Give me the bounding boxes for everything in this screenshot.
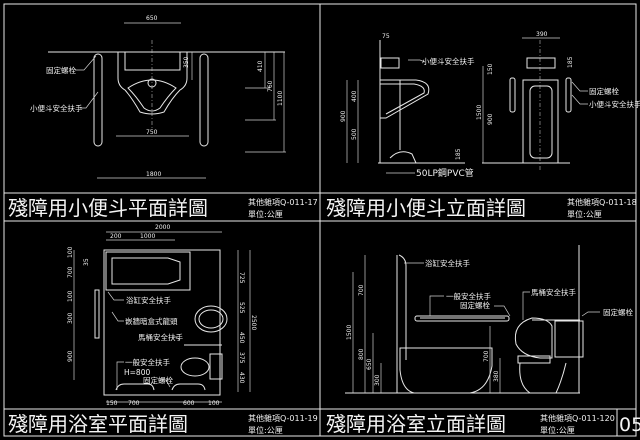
dimension-or-label-text: 75	[382, 33, 390, 40]
drawing-unit: 單位:公厘	[248, 425, 283, 435]
dimension-or-label-text: 375	[238, 352, 245, 364]
dimension-or-label-text: 150	[106, 400, 118, 407]
dimension-or-label-text: 1500	[346, 325, 353, 340]
dimension-or-label-text: 浴缸安全扶手	[425, 258, 470, 268]
dimension-or-label-text: 固定螺栓	[460, 300, 490, 310]
dimension-or-label-text: 525	[238, 302, 245, 314]
bathroom-plan-drawing: 2000 200 1000 100 700 100 300 900 35 725…	[67, 224, 257, 407]
dimension-or-label-text: 650	[146, 15, 158, 22]
dimension-or-label-text: 390	[536, 31, 548, 38]
title-block-2: 殘障用小便斗立面詳圖 其他雜項Q-011-18 單位:公厘	[326, 196, 637, 220]
sheet-number: 05	[619, 414, 640, 436]
dimension-or-label-text: 馬桶安全扶手	[531, 287, 576, 297]
dimension-or-label-text: 300	[374, 374, 381, 386]
dimension-or-label-text: 嵌牆暗盒式龍頭	[125, 316, 178, 326]
drawing-title: 殘障用浴室立面詳圖	[326, 412, 506, 436]
dimension-or-label-text: 380	[493, 370, 500, 382]
dimension-or-label-text: 1500	[476, 105, 483, 120]
title-block-1: 殘障用小便斗平面詳圖 其他雜項Q-011-17 單位:公厘	[8, 196, 318, 220]
dimension-or-label-text: 150	[487, 63, 494, 75]
dimension-or-label-text: 小便斗安全扶手	[30, 103, 83, 113]
dimension-or-label-text: 700	[483, 350, 490, 362]
dimension-or-label-text: 1800	[146, 171, 161, 178]
drawing-unit: 單位:公厘	[248, 209, 283, 219]
title-block-3: 殘障用浴室平面詳圖 其他雜項Q-011-19 單位:公厘	[8, 412, 318, 436]
dimension-or-label-text: 410	[257, 60, 264, 72]
dimension-or-label-text: 700	[358, 284, 365, 296]
dimension-or-label-text: 800	[358, 348, 365, 360]
dimension-or-label-text: 430	[238, 372, 245, 384]
dimension-or-label-text: 35	[83, 258, 90, 266]
dimension-or-label-text: 760	[267, 80, 274, 92]
title-block-4: 殘障用浴室立面詳圖 其他雜項Q-011-120 單位:公厘	[326, 412, 615, 436]
bathroom-elevation-drawing: 1500 700 800 650 300 700 380 浴缸安全扶手 一般安全…	[345, 245, 633, 394]
dimension-or-label-text: 900	[340, 110, 347, 122]
dimension-or-label-text: 700	[128, 400, 140, 407]
dimension-or-label-text: 725	[238, 272, 245, 284]
dimension-or-label-text: 2500	[250, 315, 257, 330]
dimension-or-label-text: 浴缸安全扶手	[126, 295, 171, 305]
urinal-plan-drawing: 650 350 410 760 1100 750 1800 固定螺栓 小便斗安全…	[30, 15, 286, 179]
dimension-or-label-text: 固定螺栓	[603, 307, 633, 317]
dimension-or-label-text: 600	[183, 400, 195, 407]
dimension-or-label-text: 50LP鋼PVC管	[416, 167, 474, 179]
dimension-or-label-text: 馬桶安全扶手	[138, 332, 183, 342]
drawing-unit: 單位:公厘	[540, 425, 575, 435]
dimension-or-label-text: 650	[366, 358, 373, 370]
drawing-title: 殘障用小便斗平面詳圖	[8, 196, 208, 220]
dimension-or-label-text: 100	[67, 246, 74, 258]
dimension-or-label-text: 小便斗安全扶手	[589, 99, 640, 109]
dimension-or-label-text: 300	[67, 312, 74, 324]
dimension-or-label-text: 100	[208, 400, 220, 407]
dimension-or-label-text: H=800	[124, 368, 150, 377]
dimension-or-label-text: 500	[351, 128, 358, 140]
dimension-or-label-text: 小便斗安全扶手	[422, 56, 475, 66]
dimension-or-label-text: 一般安全扶手	[125, 357, 170, 367]
drawing-code: 其他雜項Q-011-19	[248, 413, 318, 423]
dimension-or-label-text: 固定螺栓	[589, 86, 619, 96]
drawing-code: 其他雜項Q-011-18	[567, 197, 637, 207]
drawing-title: 殘障用小便斗立面詳圖	[326, 196, 526, 220]
dimension-or-label-text: 200	[110, 233, 122, 240]
drawing-code: 其他雜項Q-011-17	[248, 197, 318, 207]
dimension-or-label-text: 185	[455, 148, 462, 160]
dimension-or-label-text: 700	[67, 266, 74, 278]
dimension-or-label-text: 1100	[277, 91, 284, 106]
dimension-or-label-text: 400	[351, 90, 358, 102]
dimension-or-label-text: 900	[487, 113, 494, 125]
dimension-or-label-text: 350	[183, 56, 190, 68]
dimension-or-label-text: 固定螺栓	[143, 375, 173, 385]
dimension-or-label-text: 1000	[140, 233, 155, 240]
dimension-or-label-text: 一般安全扶手	[446, 291, 491, 301]
drawing-title: 殘障用浴室平面詳圖	[8, 412, 188, 436]
dimension-or-label-text: 900	[67, 350, 74, 362]
drawing-unit: 單位:公厘	[567, 209, 602, 219]
dimension-or-label-text: 185	[567, 56, 574, 68]
urinal-elevation-drawing: 75 400 900 500 185 小便斗安全扶手 50LP鋼PVC管 390…	[340, 31, 640, 179]
dimension-or-label-text: 固定螺栓	[46, 65, 76, 75]
dimension-or-label-text: 750	[146, 129, 158, 136]
dimension-or-label-text: 2000	[155, 224, 170, 231]
dimension-or-label-text: 450	[238, 332, 245, 344]
drawing-code: 其他雜項Q-011-120	[540, 413, 615, 423]
dimension-or-label-text: 100	[67, 290, 74, 302]
